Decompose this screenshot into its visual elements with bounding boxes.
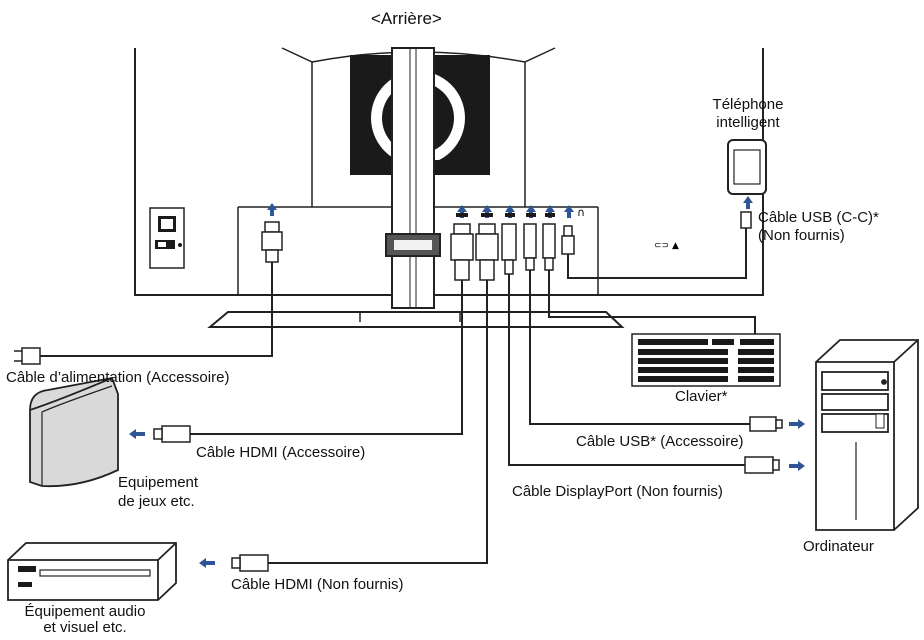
- av-equipment-label-line-1: Équipement audio: [24, 603, 146, 620]
- smartphone-icon: [727, 139, 767, 195]
- usb-plug-end: [749, 416, 783, 432]
- smartphone-label-line-1: Téléphone: [712, 96, 784, 113]
- computer-tower-icon: [815, 339, 919, 531]
- smartphone-label-line-2: intelligent: [716, 114, 780, 131]
- displayport-plug-icon: [501, 223, 517, 275]
- usb-plug-icon: [523, 223, 556, 271]
- displayport-cable-label: Câble DisplayPort (Non fournis): [512, 483, 723, 500]
- usb-c-cable-label: Câble USB (C-C)* (Non fournis): [758, 209, 879, 245]
- usb-c-cable-label-line-2: (Non fournis): [758, 227, 845, 244]
- power-plug-icon: [261, 221, 283, 263]
- av-equipment-label: Équipement audio et visuel etc.: [0, 604, 170, 636]
- lock-icon: ⊂⊃ ▲: [654, 241, 679, 251]
- smartphone-label: Téléphone intelligent: [700, 96, 796, 132]
- usb-c-cable-label-line-1: Câble USB (C-C)*: [758, 209, 879, 226]
- hdmi-plug-end-2: [231, 554, 269, 572]
- hdmi-plug-icon: [450, 223, 499, 281]
- hdmi-accessory-label: Câble HDMI (Accessoire): [196, 444, 366, 461]
- view-label: <Arrière>: [371, 9, 442, 28]
- power-plug-end: [14, 347, 41, 365]
- game-equipment-label: Equipement de jeux etc.: [118, 473, 198, 511]
- stand-base: [207, 311, 625, 328]
- displayport-plug-end: [744, 456, 780, 474]
- game-equipment-label-line-1: Equipement: [118, 474, 199, 491]
- game-equipment-icon: [29, 376, 119, 488]
- keyboard-icon: [631, 333, 781, 387]
- port-markers: [456, 213, 555, 217]
- game-equipment-label-line-2: de jeux etc.: [118, 493, 195, 510]
- usb-cable-label: Câble USB* (Accessoire): [576, 433, 744, 450]
- power-cable-label: Câble d’alimentation (Accessoire): [6, 369, 230, 386]
- hdmi-not-supplied-label: Câble HDMI (Non fournis): [231, 576, 404, 593]
- av-equipment-icon: [7, 542, 177, 601]
- stand-column: [385, 47, 441, 309]
- computer-label: Ordinateur: [803, 538, 874, 555]
- hdmi-plug-end-1: [153, 425, 191, 443]
- av-equipment-label-line-2: et visuel etc.: [43, 619, 127, 636]
- cables: [38, 228, 756, 564]
- power-switch-icon: [149, 207, 185, 269]
- keyboard-label: Clavier*: [675, 388, 728, 405]
- headphone-icon: ∩: [577, 206, 585, 219]
